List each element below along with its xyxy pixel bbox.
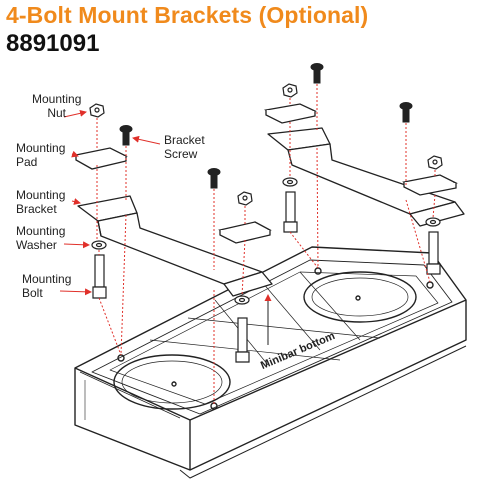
minibar-icon [74,246,467,479]
part-number: 8891091 [6,30,100,57]
bolt-icon [92,191,441,363]
bracket-icon [267,127,465,227]
diagram-title: 4-Bolt Mount Brackets (Optional) [6,2,369,28]
pad-icon [74,103,459,244]
bracket-icon [77,195,273,297]
nut-icon [89,83,443,206]
alignment-lines [96,84,436,404]
washer-icon [91,177,441,305]
screw-icon [119,63,413,189]
leader-arrows [59,109,161,296]
